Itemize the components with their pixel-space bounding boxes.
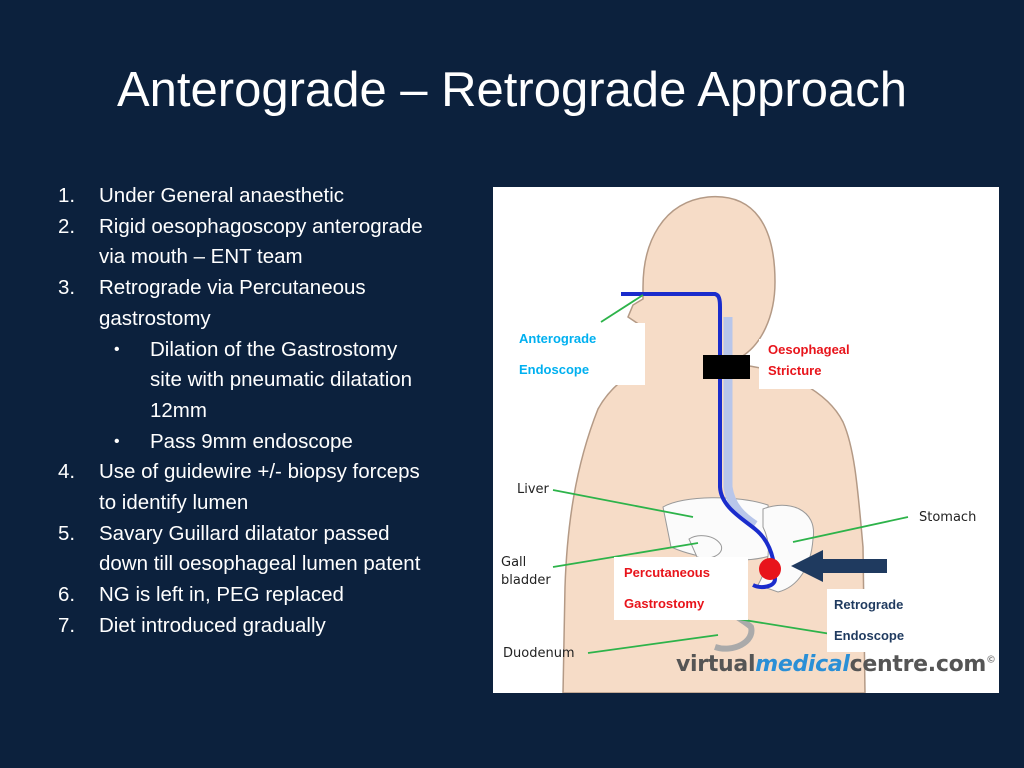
logo-part: medical	[755, 652, 850, 677]
list-item: 4. Use of guidewire +/- biopsy forceps t…	[58, 457, 483, 518]
item-text: to identify lumen	[99, 491, 249, 515]
arrow-shaft	[811, 559, 887, 573]
bullet-icon: •	[114, 432, 120, 450]
item-text: Under General anaesthetic	[99, 184, 345, 207]
label-box	[614, 557, 748, 620]
arrow-head	[791, 550, 823, 582]
leader-retrograde	[737, 618, 832, 635]
sub-item-text: 12mm	[150, 398, 207, 422]
gastrostomy-dot	[759, 558, 781, 580]
stomach-label: Stomach	[919, 510, 977, 525]
gallbladder-label-2: bladder	[501, 573, 551, 588]
sub-item-text: site with pneumatic dilatation	[150, 368, 413, 392]
anterograde-label-1: Anterograde	[519, 331, 597, 346]
logo-part: centre.com	[849, 652, 987, 677]
item-number: 6.	[58, 583, 76, 607]
leader-gallbladder	[552, 542, 699, 568]
label-box	[513, 323, 645, 385]
item-text: NG is left in, PEG replaced	[99, 583, 344, 607]
list-item: 1. Under General anaesthetic	[58, 181, 483, 212]
item-number: 4.	[58, 460, 76, 484]
item-text: Savary Guillard dilatator passed	[99, 521, 390, 545]
item-number: 3.	[58, 276, 76, 300]
list-item: 7. Diet introduced gradually	[58, 611, 483, 642]
sub-item-text: Pass 9mm endoscope	[150, 429, 353, 453]
retrograde-label-1: Retrograde	[834, 597, 904, 612]
oesophagus-outline	[723, 317, 758, 529]
slide-title: Anterograde – Retrograde Approach	[117, 63, 907, 117]
leader-duodenum	[587, 634, 719, 654]
label-box	[827, 589, 925, 652]
list-item: 2. Rigid oesophagoscopy anterograde via …	[58, 212, 483, 273]
sub-list-item: • Pass 9mm endoscope	[58, 427, 483, 458]
item-text: Diet introduced gradually	[99, 613, 326, 637]
leader-liver	[552, 489, 694, 518]
list-item: 3. Retrograde via Percutaneous gastrosto…	[58, 273, 483, 334]
percutaneous-label-1: Percutaneous	[624, 565, 710, 580]
leader-anterograde	[600, 294, 644, 323]
stricture-block	[703, 355, 750, 379]
sub-item-text: Dilation of the Gastrostomy	[150, 337, 398, 361]
item-text: Retrograde via Percutaneous	[99, 276, 366, 300]
stricture-label-2: Stricture	[768, 363, 822, 378]
logo-mark: ©	[986, 654, 996, 666]
item-number: 5.	[58, 521, 76, 545]
gallbladder-label-1: Gall	[501, 555, 527, 570]
item-number: 2.	[58, 214, 76, 238]
list-item: 6. NG is left in, PEG replaced	[58, 580, 483, 611]
item-text: gastrostomy	[99, 306, 211, 330]
liver-label: Liver	[517, 482, 549, 497]
item-number: 1.	[58, 184, 76, 207]
item-number: 7.	[58, 613, 76, 637]
procedure-list: 1. Under General anaesthetic 2. Rigid oe…	[58, 181, 483, 642]
label-box	[759, 339, 867, 389]
sub-list-item: • Dilation of the Gastrostomy site with …	[58, 335, 483, 427]
duodenum-label: Duodenum	[503, 646, 575, 661]
source-logo: virtualmedicalcentre.com©	[676, 652, 996, 677]
bullet-icon: •	[114, 340, 120, 358]
item-text: Use of guidewire +/- biopsy forceps	[99, 460, 420, 484]
retrograde-label-2: Endoscope	[834, 628, 905, 643]
item-text: via mouth – ENT team	[99, 245, 303, 269]
logo-part: virtual	[676, 652, 756, 677]
endoscope-tube	[621, 292, 778, 589]
anatomy-figure: Anterograde Endoscope Oesophageal Strict…	[493, 187, 999, 693]
item-text: down till oesophageal lumen patent	[99, 552, 421, 576]
stricture-label-1: Oesophageal	[768, 342, 850, 357]
item-text: Rigid oesophagoscopy anterograde	[99, 214, 423, 238]
percutaneous-label-2: Gastrostomy	[624, 596, 705, 611]
list-item: 5. Savary Guillard dilatator passed down…	[58, 519, 483, 580]
anterograde-label-2: Endoscope	[519, 362, 590, 377]
leader-stomach	[792, 516, 909, 543]
